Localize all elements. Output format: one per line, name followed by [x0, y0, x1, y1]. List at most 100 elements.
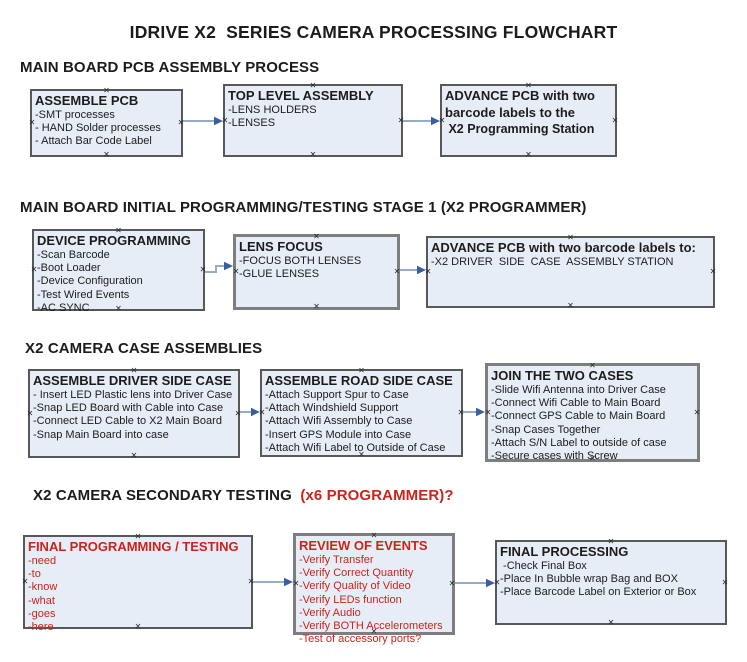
box-line: -Connect Wifi Cable to Main Board [491, 397, 661, 410]
box-line: -Attach Windshield Support [265, 402, 399, 415]
box-title: ASSEMBLE PCB [35, 93, 139, 108]
box-line: -LENS HOLDERS [228, 104, 317, 116]
anchor-x-mark-icon: ✕ [709, 267, 717, 276]
box-line: -here [28, 621, 54, 634]
heading-red-part: (x6 PROGRAMMER)? [291, 487, 454, 504]
box-line: -what [28, 594, 55, 607]
box-line: -Insert GPS Module into Case [265, 428, 412, 441]
anchor-x-mark-icon: ✕ [525, 150, 532, 159]
anchor-x-mark-icon: ✕ [607, 618, 615, 627]
box-line: -Snap Cases Together [491, 423, 601, 436]
anchor-x-mark-icon: ✕ [693, 407, 701, 417]
arrow-head-icon [214, 116, 223, 126]
box-line: -Secure cases with Screw [491, 450, 618, 463]
box-line: -Slide Wifi Antenna into Driver Case [491, 384, 666, 396]
arrow-head-icon [224, 261, 233, 271]
page-title: IDRIVE X2 SERIES CAMERA PROCESSING FLOWC… [129, 22, 618, 42]
box-line: - Insert LED Plastic lens into Driver Ca… [33, 389, 233, 401]
anchor-x-mark-icon: ✕ [234, 408, 242, 418]
flow-box-final-programming-testing: FINAL PROGRAMMING / TESTING -need -to -k… [22, 533, 255, 634]
flow-box-assemble-pcb: ASSEMBLE PCB -SMT processes - HAND Solde… [29, 87, 185, 159]
box-title: FINAL PROCESSING [500, 544, 629, 559]
box-line: -Attach Support Spur to Case [265, 389, 409, 401]
box-line: -Verify BOTH Accelerometers [299, 620, 443, 633]
box-line: -Test of accessory ports? [299, 633, 422, 646]
box-line: -Attach S/N Label to outside of case [491, 436, 667, 449]
section-heading-initial-programming: MAIN BOARD INITIAL PROGRAMMING/TESTING S… [20, 199, 587, 216]
anchor-x-mark-icon: ✕ [611, 115, 619, 125]
arrow-head-icon [251, 407, 260, 417]
arrow-head-icon [486, 578, 495, 588]
anchor-x-mark-icon: ✕ [457, 408, 465, 417]
anchor-x-mark-icon: ✕ [309, 150, 317, 159]
box-title: REVIEW OF EVENTS [299, 538, 428, 553]
box-title: ASSEMBLE DRIVER SIDE CASE [33, 373, 232, 388]
box-line: -Snap LED Board with Cable into Case [33, 402, 224, 415]
anchor-x-mark-icon: ✕ [448, 579, 456, 588]
anchor-x-mark-icon: ✕ [721, 577, 729, 587]
section-heading-pcb-assembly: MAIN BOARD PCB ASSEMBLY PROCESS [20, 59, 320, 76]
box-line: -Test Wired Events [37, 288, 130, 301]
box-line: -Verify Correct Quantity [299, 567, 414, 580]
box-title: TOP LEVEL ASSEMBLY [228, 88, 374, 103]
box-line: -know [28, 581, 58, 594]
anchor-x-mark-icon: ✕ [177, 118, 185, 127]
anchor-x-mark-icon: ✕ [313, 302, 320, 311]
flow-box-final-processing: FINAL PROCESSING -Check Final Box -Place… [494, 538, 729, 627]
box-line: -LENSES [228, 117, 276, 130]
box-title: DEVICE PROGRAMMING [37, 233, 191, 248]
box-line: -Place Barcode Label on Exterior or Box [500, 586, 697, 599]
box-line: -Connect GPS Cable to Main Board [491, 410, 666, 423]
arrow-head-icon [431, 116, 440, 126]
flow-box-advance-to-programming-station: ADVANCE PCB with two barcode labels to t… [439, 82, 619, 159]
box-line: -Connect LED Cable to X2 Main Board [33, 415, 222, 428]
flow-box-advance-to-driver-side-station: ADVANCE PCB with two barcode labels to: … [425, 234, 717, 310]
box-line: -Check Final Box [500, 560, 587, 572]
box-line: -Attach Wifi Label to Outside of Case [265, 441, 446, 454]
box-line: -to [28, 568, 41, 581]
heading-black-part: X2 CAMERA SECONDARY TESTING [33, 487, 292, 504]
box-title: ASSEMBLE ROAD SIDE CASE [265, 373, 453, 388]
flow-box-top-level-assembly: TOP LEVEL ASSEMBLY -LENS HOLDERS -LENSES… [222, 82, 405, 159]
box-title: LENS FOCUS [239, 239, 323, 254]
box-line: -Boot Loader [37, 262, 101, 275]
box-line: -goes [28, 607, 56, 620]
arrow-elbow-line [205, 265, 225, 273]
box-line: -X2 DRIVER SIDE CASE ASSEMBLY STATION [431, 256, 674, 268]
section-heading-secondary-testing: X2 CAMERA SECONDARY TESTING (x6 PROGRAMM… [33, 487, 454, 504]
box-line: -FOCUS BOTH LENSES [239, 255, 362, 267]
flow-box-device-programming: DEVICE PROGRAMMING -Scan Barcode -Boot L… [31, 227, 207, 314]
anchor-x-mark-icon: ✕ [397, 115, 405, 125]
box-line: -Verify Quality of Video [299, 580, 411, 593]
arrow-head-icon [476, 407, 485, 417]
box-line: -Scan Barcode [37, 249, 110, 261]
box-line: -SMT processes [35, 109, 115, 121]
arrow-head-icon [284, 577, 293, 587]
anchor-x-mark-icon: ✕ [393, 267, 401, 276]
box-line: X2 Programming Station [445, 122, 595, 136]
box-line: -Attach Wifi Assembly to Case [265, 415, 413, 428]
box-line: -need [28, 555, 57, 567]
anchor-x-mark-icon: ✕ [247, 577, 255, 586]
anchor-x-mark-icon: ✕ [103, 150, 110, 159]
flow-box-assemble-road-side-case: ASSEMBLE ROAD SIDE CASE -Attach Support … [259, 367, 465, 459]
anchor-x-mark-icon: ✕ [567, 301, 574, 310]
flow-box-assemble-driver-side-case: ASSEMBLE DRIVER SIDE CASE - Insert LED P… [27, 367, 242, 460]
box-line: -Verify Audio [299, 606, 361, 619]
box-line: -AC SYNC [37, 301, 90, 314]
anchor-x-mark-icon: ✕ [199, 265, 207, 274]
flow-box-join-the-two-cases: JOIN THE TWO CASES -Slide Wifi Antenna i… [485, 362, 701, 463]
box-line: -Device Configuration [37, 275, 143, 288]
flow-box-review-of-events: REVIEW OF EVENTS -Verify Transfer -Verif… [293, 532, 456, 646]
box-line: -Verify Transfer [299, 554, 374, 566]
box-line: - HAND Solder processes [35, 122, 161, 135]
box-line: -Place In Bubble wrap Bag and BOX [500, 573, 678, 586]
box-line: -GLUE LENSES [239, 268, 320, 281]
box-title: ADVANCE PCB with two barcode labels to: [431, 240, 696, 255]
anchor-x-mark-icon: ✕ [130, 451, 138, 460]
arrow-head-icon [417, 265, 426, 275]
flow-box-lens-focus: LENS FOCUS -FOCUS BOTH LENSES -GLUE LENS… [233, 233, 401, 311]
box-line: - Attach Bar Code Label [35, 135, 152, 148]
box-title: JOIN THE TWO CASES [491, 368, 634, 383]
